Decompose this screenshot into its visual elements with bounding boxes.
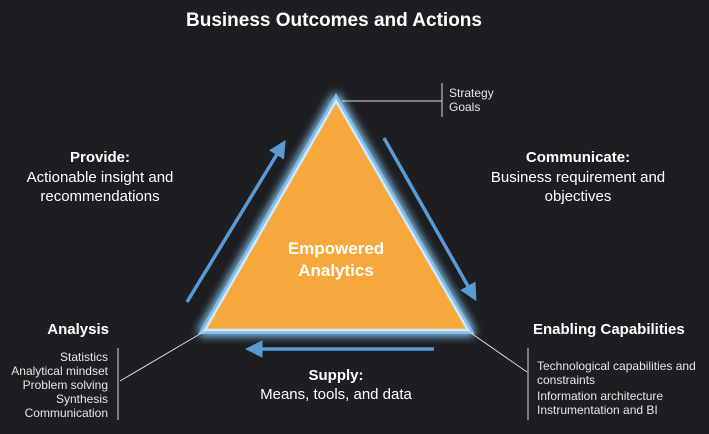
- supply-line-1: Means, tools, and data: [260, 386, 412, 403]
- provide-line-1: Actionable insight and: [26, 169, 174, 186]
- goals-label: Goals: [449, 100, 481, 114]
- enabling-item: Information architecture: [537, 389, 664, 403]
- communicate-arrow: [382, 137, 477, 302]
- enabling-item: Technological capabilities and: [537, 359, 696, 373]
- analysis-heading: Analysis: [47, 321, 109, 338]
- center-label-line-2: Analytics: [298, 261, 374, 280]
- enabling-connector: [467, 330, 529, 420]
- enabling-heading: Enabling Capabilities: [533, 321, 685, 338]
- provide-line-2: recommendations: [40, 188, 160, 205]
- empowered-analytics-triangle: [202, 98, 471, 332]
- communicate-heading: Communicate:: [525, 149, 631, 166]
- analysis-item: Statistics: [59, 350, 108, 364]
- provide-heading: Provide:: [69, 149, 130, 166]
- supply-heading: Supply:: [308, 367, 364, 384]
- enabling-item: constraints: [537, 373, 596, 387]
- center-label-line-1: Empowered: [287, 239, 385, 258]
- communicate-line-2: objectives: [544, 188, 612, 205]
- diagram-title: Business Outcomes and Actions: [186, 10, 482, 31]
- communicate-line-1: Business requirement and: [490, 169, 666, 186]
- enabling-item: Instrumentation and BI: [537, 403, 658, 417]
- analysis-connector: [117, 330, 206, 420]
- analysis-item: Communication: [24, 406, 108, 420]
- strategy-label: Strategy: [449, 86, 494, 100]
- provide-arrow: [185, 140, 286, 303]
- strategy-connector: [342, 83, 443, 117]
- analysis-item: Synthesis: [55, 392, 108, 406]
- analysis-item: Problem solving: [22, 378, 108, 392]
- analysis-item: Analytical mindset: [11, 364, 108, 378]
